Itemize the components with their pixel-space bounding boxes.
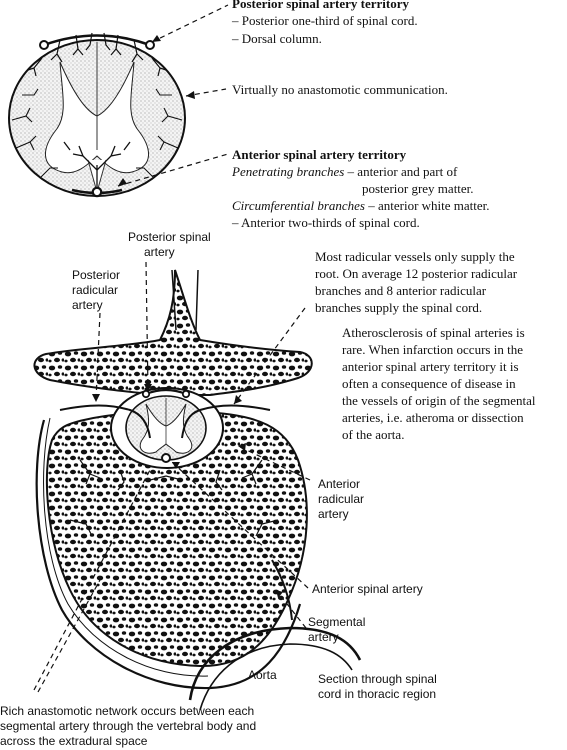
athero-note-2: rare. When infarction occurs in the [342,342,523,357]
posterior-territory-title: Posterior spinal artery territory [232,0,409,11]
penetrating-cont: posterior grey matter. [362,181,474,196]
anterior-radicular-label-2: radicular [318,492,365,506]
rich-network-caption-2: segmental artery through the vertebral b… [0,719,257,733]
rich-network-caption-1: Rich anastomotic network occurs between … [0,704,255,718]
bottom-arrowheads [92,384,283,598]
section-caption-2: cord in thoracic region [318,687,437,701]
anterior-radicular-label-3: artery [318,507,349,521]
radicular-note-1: Most radicular vessels only supply the [315,249,515,264]
posterior-territory-line1: – Posterior one-third of spinal cord. [232,13,418,28]
athero-note-4: often a consequence of disease in [342,376,516,391]
vertebra-section [33,269,362,711]
penetrating-text: – anterior and part of [344,164,458,179]
radicular-note-4: branches supply the spinal cord. [315,300,483,315]
segmental-artery-label-1: Segmental [308,615,366,629]
penetrating-label: Penetrating branches [232,164,345,179]
athero-note-3: anterior spinal artery territory it is [342,359,519,374]
radicular-note-2: root. On average 12 posterior radicular [315,266,518,281]
anastomotic-note: Virtually no anastomotic communication. [232,82,448,97]
athero-note-1: Atherosclerosis of spinal arteries is [342,325,525,340]
athero-note-7: of the aorta. [342,427,405,442]
circumferential-line: Circumferential branches – anterior whit… [232,198,490,214]
bottom-leader-lines [33,261,311,693]
posterior-radicular-label-3: artery [72,298,103,312]
anterior-territory-title: Anterior spinal artery territory [232,147,407,162]
circumferential-text: – anterior white matter. [365,198,490,213]
athero-note-6: arteries, i.e. atheroma or dissection [342,410,524,425]
posterior-radicular-label-1: Posterior [72,268,121,282]
section-caption-1: Section through spinal [318,672,437,686]
posterior-radicular-label-2: radicular [72,283,119,297]
posterior-territory-line2: – Dorsal column. [232,31,322,46]
top-arrowheads [118,35,195,186]
anterior-radicular-label-1: Anterior [318,477,361,491]
athero-note-5: the vessels of origin of the segmental [342,393,536,408]
anterior-spinal-artery-label: Anterior spinal artery [312,582,423,596]
radicular-note-3: branches and 8 anterior radicular [315,283,487,298]
rich-network-caption-3: across the extradural space [0,734,148,748]
posterior-spinal-artery-label-2: artery [144,245,175,259]
aorta-label: Aorta [248,668,277,682]
cord-cross-section [8,32,186,198]
anterior-two-thirds: – Anterior two-thirds of spinal cord. [232,215,420,230]
top-leader-lines [117,4,229,187]
posterior-spinal-artery-label-1: Posterior spinal [128,230,211,244]
segmental-artery-label-2: artery [308,630,339,644]
penetrating-line: Penetrating branches – anterior and part… [232,164,457,180]
circumferential-label: Circumferential branches [232,198,365,213]
